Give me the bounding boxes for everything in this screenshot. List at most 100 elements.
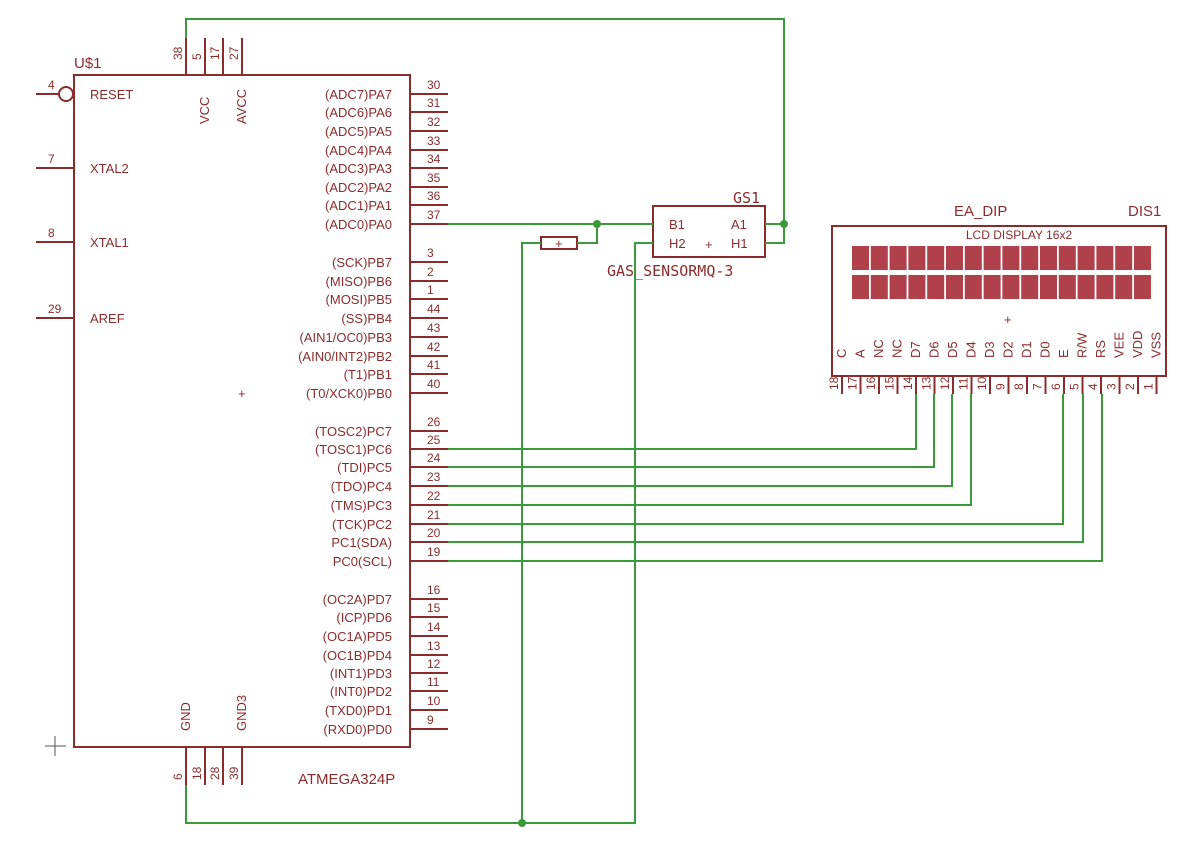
lcd-char-cell bbox=[927, 275, 945, 299]
mcu-pin-label: (ADC0)PA0 bbox=[325, 217, 392, 232]
lcd-pin-number: 17 bbox=[846, 376, 860, 390]
lcd-char-cell bbox=[870, 246, 888, 270]
lcd-char-cell bbox=[1077, 246, 1095, 270]
mcu-pin-label: AVCC bbox=[234, 89, 249, 124]
mcu-pin-number: 37 bbox=[427, 208, 441, 222]
lcd-pin-label: D1 bbox=[1019, 341, 1034, 358]
mcu-pin-number: 41 bbox=[427, 358, 441, 372]
lcd-char-cell bbox=[983, 246, 1001, 270]
mcu-pin-number: 15 bbox=[427, 601, 441, 615]
mcu-pin-number: 28 bbox=[208, 766, 222, 780]
mcu-pin-label: (INT0)PD2 bbox=[330, 684, 392, 699]
lcd-char-cell bbox=[1134, 246, 1151, 270]
lcd-char-cell bbox=[889, 275, 907, 299]
lcd-pin-number: 7 bbox=[1031, 383, 1045, 390]
junction-b1 bbox=[593, 220, 601, 228]
lcd-char-cell bbox=[1096, 275, 1114, 299]
lcd-char-cell bbox=[852, 275, 869, 299]
lcd-display-symbol[interactable]: EA_DIP DIS1 LCD DISPLAY 16x2 + 18C17A16N… bbox=[827, 203, 1167, 394]
net-gnd[interactable] bbox=[185, 242, 653, 824]
mcu-pin-number: 7 bbox=[48, 152, 55, 166]
lcd-char-cell bbox=[964, 275, 982, 299]
mcu-value: ATMEGA324P bbox=[298, 771, 395, 788]
mcu-pin-number: 17 bbox=[208, 46, 222, 60]
junction-gnd bbox=[518, 819, 526, 827]
mcu-pin-number: 40 bbox=[427, 377, 441, 391]
lcd-char-cell bbox=[1096, 246, 1114, 270]
lcd-pin-label: D5 bbox=[945, 341, 960, 358]
mcu-pin-label: (AIN1/OC0)PB3 bbox=[300, 330, 392, 345]
mcu-pin-number: 19 bbox=[427, 545, 441, 559]
mcu-pin-number: 22 bbox=[427, 489, 441, 503]
net-pc2-e[interactable] bbox=[448, 394, 1064, 525]
mcu-pin-number: 36 bbox=[427, 189, 441, 203]
resistor-origin: + bbox=[555, 236, 563, 251]
mcu-pin-number: 44 bbox=[427, 302, 441, 316]
mcu-pin-label: XTAL1 bbox=[90, 235, 129, 250]
mcu-ref: U$1 bbox=[74, 55, 102, 72]
mcu-pin-label: (OC2A)PD7 bbox=[323, 592, 392, 607]
mcu-pin-number: 23 bbox=[427, 470, 441, 484]
net-pc0-rs[interactable] bbox=[448, 394, 1103, 562]
lcd-char-cell bbox=[1021, 246, 1039, 270]
gas-sensor-symbol[interactable]: B1 H2 A1 H1 + GS1 GAS_SENSORMQ-3 bbox=[607, 189, 784, 280]
mcu-pin-number: 32 bbox=[427, 115, 441, 129]
mcu-pin-label: (ADC6)PA6 bbox=[325, 105, 392, 120]
mcu-pin-number: 8 bbox=[48, 226, 55, 240]
lcd-char-cell bbox=[1077, 275, 1095, 299]
lcd-char-cell bbox=[946, 275, 963, 299]
net-vcc[interactable] bbox=[185, 18, 785, 244]
sensor-label-b1: B1 bbox=[669, 217, 685, 232]
sensor-label-a1: A1 bbox=[731, 217, 747, 232]
mcu-pin-label: (TDO)PC4 bbox=[331, 479, 392, 494]
lcd-pin-label: C bbox=[834, 349, 849, 358]
mcu-pin-number: 34 bbox=[427, 152, 441, 166]
mcu-pin-label: (ICP)PD6 bbox=[336, 610, 392, 625]
lcd-pin-label: NC bbox=[871, 339, 886, 358]
lcd-char-cell bbox=[908, 275, 926, 299]
net-pc3-d4[interactable] bbox=[448, 394, 972, 506]
lcd-pin-number: 13 bbox=[920, 376, 934, 390]
mcu-pin-label: (ADC2)PA2 bbox=[325, 180, 392, 195]
mcu-pin-number: 9 bbox=[427, 713, 434, 727]
lcd-char-cell bbox=[889, 246, 907, 270]
mcu-symbol[interactable]: U$1 ATMEGA324P + 4RESET7XTAL28XTAL129ARE… bbox=[36, 38, 448, 788]
mcu-pin-label: PC0(SCL) bbox=[333, 554, 392, 569]
net-pc1-rw[interactable] bbox=[448, 394, 1084, 543]
lcd-body bbox=[831, 225, 1167, 377]
sensor-value: GAS_SENSORMQ-3 bbox=[607, 262, 733, 280]
lcd-origin: + bbox=[1004, 312, 1012, 327]
mcu-pin-number: 39 bbox=[227, 766, 241, 780]
mcu-pin-number: 27 bbox=[227, 46, 241, 60]
mcu-pin-number: 10 bbox=[427, 694, 441, 708]
mcu-pin-number: 43 bbox=[427, 321, 441, 335]
mcu-pin-label: (T1)PB1 bbox=[344, 367, 392, 382]
mcu-pin-label: (OC1A)PD5 bbox=[323, 629, 392, 644]
mcu-pin-label: RESET bbox=[90, 87, 133, 102]
sensor-origin: + bbox=[705, 237, 713, 252]
mcu-pin-number: 38 bbox=[171, 46, 185, 60]
mcu-pin-label: (ADC5)PA5 bbox=[325, 124, 392, 139]
lcd-pin-number: 10 bbox=[975, 376, 989, 390]
lcd-pin-label: D0 bbox=[1038, 341, 1053, 358]
mcu-pin-number: 16 bbox=[427, 583, 441, 597]
mcu-pin-label: (AIN0/INT2)PB2 bbox=[298, 349, 392, 364]
lcd-pin-number: 15 bbox=[883, 376, 897, 390]
mcu-pin-number: 13 bbox=[427, 639, 441, 653]
lcd-pin-number: 2 bbox=[1123, 383, 1137, 390]
mcu-pin-label: (T0/XCK0)PB0 bbox=[306, 386, 392, 401]
net-resistor-b1[interactable] bbox=[577, 224, 598, 244]
mcu-pin-label: (ADC3)PA3 bbox=[325, 161, 392, 176]
sensor-label-h2: H2 bbox=[669, 236, 686, 251]
mcu-pin-label: (OC1B)PD4 bbox=[323, 648, 392, 663]
lcd-pin-number: 8 bbox=[1012, 383, 1026, 390]
mcu-pin-label: (ADC7)PA7 bbox=[325, 87, 392, 102]
lcd-pin-label: VSS bbox=[1149, 332, 1164, 358]
mcu-pin-label: (INT1)PD3 bbox=[330, 666, 392, 681]
net-resistor-gnd[interactable] bbox=[521, 242, 541, 823]
net-pc5-d6[interactable] bbox=[448, 394, 935, 468]
net-pc4-d5[interactable] bbox=[448, 394, 953, 487]
net-pc6-d7[interactable] bbox=[448, 394, 917, 450]
mcu-pin-label: (SCK)PB7 bbox=[332, 255, 392, 270]
